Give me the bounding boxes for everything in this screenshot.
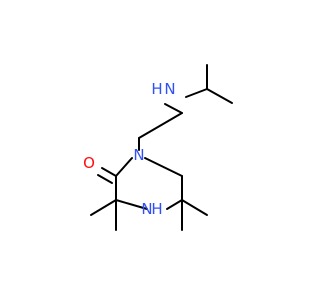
bond-carbonyl-o-1 [101,167,117,177]
atom-o-carbonyl: O [83,154,95,172]
bond-ethyl-ethyl [138,112,183,139]
atom-nh-amine: N H [151,80,175,98]
bond-carbonyl-o-2 [97,174,113,184]
atom-nh-ring-n: N [141,200,152,218]
bond-left-methyl-1 [90,199,117,216]
molecule-structure-diagram: N H N O N H [83,64,233,231]
bond-isopropyl-nh [185,88,208,98]
bond-cme2-nh [166,199,183,210]
bond-right-methyl-1 [181,199,208,216]
bond-ring-n-ch2 [144,157,183,177]
bond-nh-cme2-left [115,199,148,210]
bonds [90,64,233,231]
atom-nh-amine-h: H [151,80,162,98]
bond-nh-ethyl [164,103,183,114]
atom-nh-ring: N H [141,200,162,218]
atom-n-ring: N [133,146,144,164]
atom-nh-amine-n: N [164,80,175,98]
atom-nh-ring-h: H [151,200,162,218]
bond-isopropyl-methyl-right [206,88,233,104]
atom-labels: N H N O N H [83,80,176,218]
bond-carbonyl-ring-n [115,157,133,177]
